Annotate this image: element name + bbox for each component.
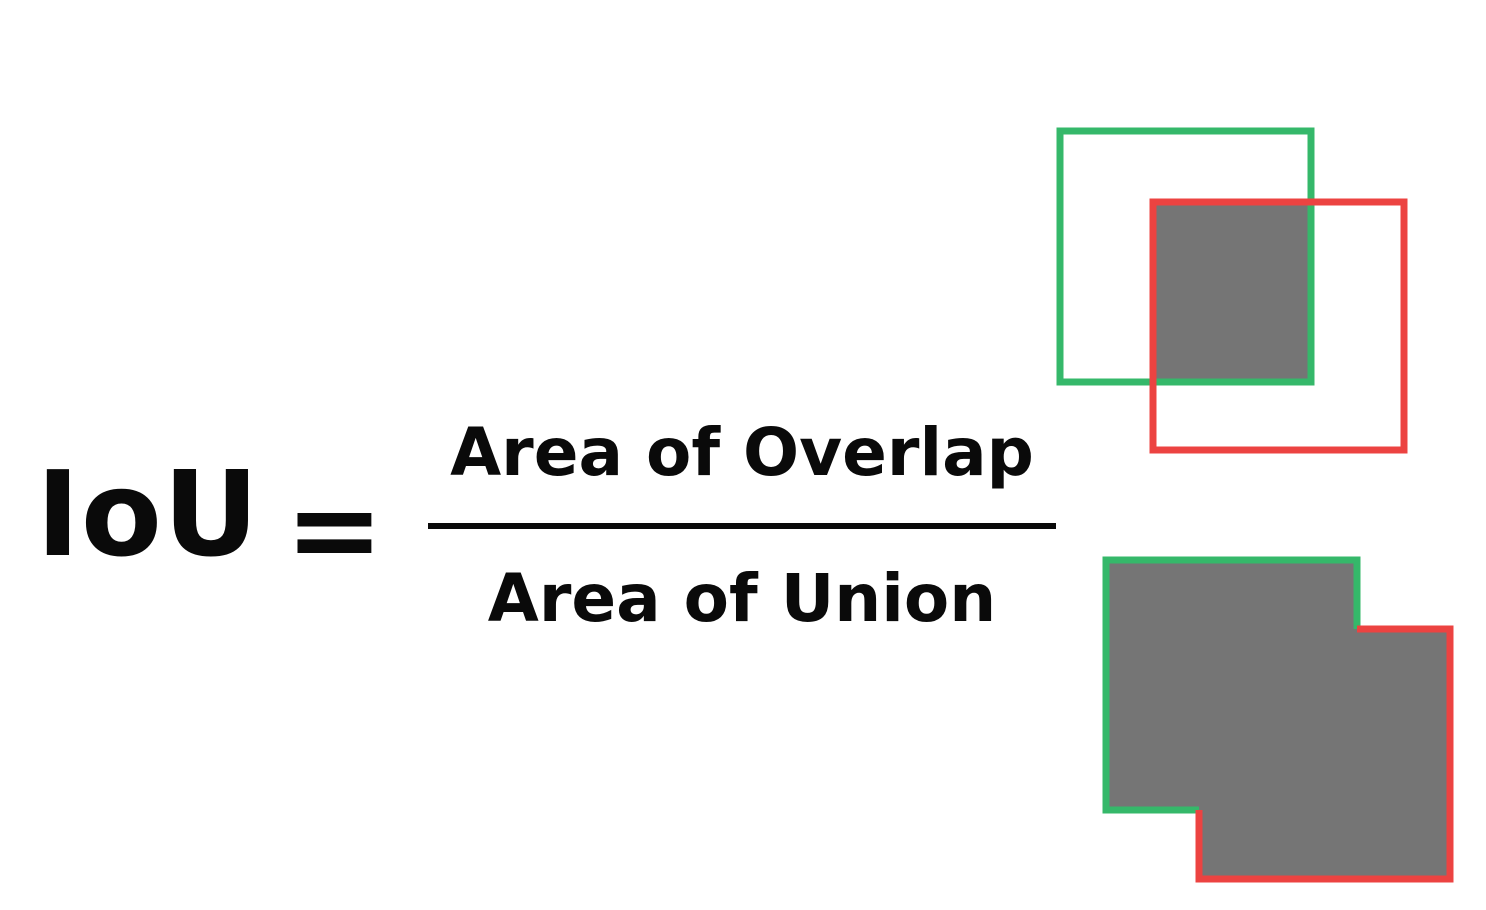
overlap-region [1156, 205, 1310, 382]
union-box-b-edge [1195, 625, 1454, 883]
iou-label: IoU [36, 445, 260, 583]
union-diagram [1102, 556, 1454, 883]
numerator-label: Area of Overlap [450, 414, 1034, 491]
overlap-diagram [1056, 127, 1408, 454]
equals-sign: = [285, 460, 384, 598]
box-a-outline [1056, 127, 1315, 386]
union-box-b-fill [1199, 629, 1450, 879]
box-b-outline [1149, 198, 1408, 454]
fraction-bar [428, 523, 1056, 529]
union-box-a-edge [1102, 556, 1361, 814]
denominator-label: Area of Union [487, 560, 997, 637]
